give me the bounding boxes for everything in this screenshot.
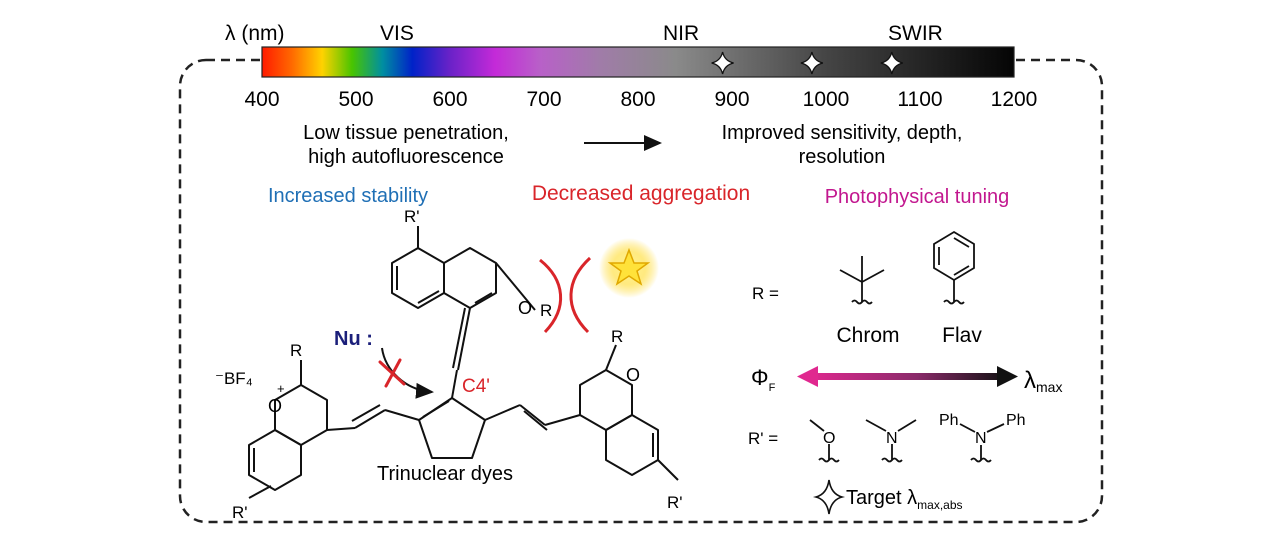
right-chromene-unit [484,344,679,481]
region-label-nir: NIR [663,22,699,45]
wavelength-axis-label: λ (nm) [225,22,285,45]
trinuclear-dye-structure [248,226,679,499]
structure-labels: R' O R O + R ⁻BF₄ R' O R R' Trinuclear d… [215,207,683,522]
r-prime-top: R' [404,207,420,226]
goal-stability: Increased stability [268,185,428,207]
right-note-line1: Improved sensitivity, depth, [722,122,963,144]
r-equals-label: R = [752,284,779,303]
r-right: R [611,327,623,346]
left-note-line2: high autofluorescence [308,146,504,168]
methoxy-icon [809,419,840,463]
target-wavelength-marker [880,51,903,75]
c4-position-label: C4' [462,376,490,397]
spectrum-tick-label: 800 [620,88,655,111]
ring-o-top: O [518,298,532,318]
phi-subscript: F [769,382,776,394]
r-prime-right: R' [667,493,683,512]
dimethylamino-n-label: N [886,430,898,447]
tuning-double-arrow [797,366,1018,387]
spectrum-tick-label: 500 [338,88,373,111]
phenyl-icon [933,230,975,305]
spectrum-tick-label: 1200 [991,88,1038,111]
r-top: R [540,301,552,320]
spectrum-tick-label: 600 [432,88,467,111]
blocked-cross-icon [378,358,406,388]
plus-charge: + [277,381,285,396]
spectrum-tick-label: 1100 [897,88,942,111]
diphenylamino-n-label: N [975,430,987,447]
target-star-icon [812,479,846,515]
lambda-max-label: λmax [1024,367,1062,395]
goal-aggregation: Decreased aggregation [532,182,750,205]
target-wavelength-marker [711,51,734,75]
r-left: R [290,341,302,360]
spectrum-tick-label: 400 [244,88,279,111]
nucleophile-label: Nu : [334,328,373,350]
counterion-label: ⁻BF₄ [215,369,253,388]
phi-label: ΦF [751,365,776,394]
spectrum-tick-label: 1000 [803,88,850,111]
dimethylamino-icon [865,419,917,463]
target-label: Target λmax,abs [846,487,963,512]
r-prime-equals-label: R' = [748,429,778,448]
goal-tuning: Photophysical tuning [825,186,1010,208]
lambda-max-subscript: max [1036,379,1062,395]
ring-o-left: O [268,396,282,416]
top-chromene-unit [391,226,536,371]
diphenyl-ph-left: Ph [939,412,959,429]
diphenylamino-icon [959,423,1005,463]
region-label-swir: SWIR [888,22,943,45]
right-note-line2: resolution [799,146,886,168]
left-note-line1: Low tissue penetration, [303,122,509,144]
left-chromenylium-unit [248,360,420,499]
diphenyl-ph-right: Ph [1006,412,1026,429]
region-label-vis: VIS [380,22,414,45]
substituent-panel: R = Chrom Flav ΦF λmax R' = [748,230,1062,515]
tert-butyl-icon [839,256,885,305]
r-prime-left: R' [232,503,248,522]
target-wavelength-marker [800,51,824,75]
star-icon [607,247,651,286]
comparison-section: Low tissue penetration, high autofluores… [303,122,962,168]
structure-caption: Trinuclear dyes [377,463,513,485]
target-subscript: max,abs [917,498,962,512]
spectrum-section: λ (nm) VIS NIR SWIR 400 500 600 700 800 900 10… [225,22,1037,111]
spectrum-tick-label: 900 [714,88,749,111]
flav-label: Flav [942,324,982,347]
ring-o-right: O [626,365,640,385]
aggregation-block-icon [539,256,592,334]
cyclopentene-core [418,369,486,459]
methoxy-o-label: O [823,430,835,447]
chrom-label: Chrom [836,324,899,347]
spectrum-tick-label: 700 [526,88,561,111]
